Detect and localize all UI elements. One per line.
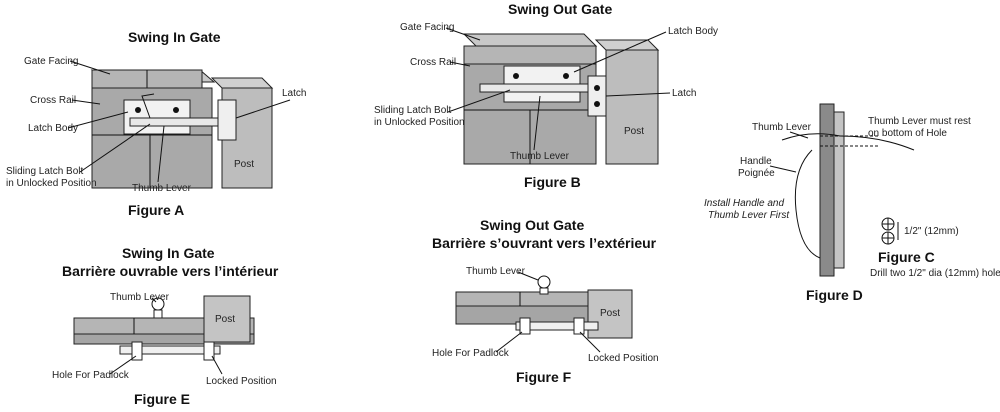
figure-b: Swing Out Gate Gate Facing Cross Rail Sl…: [374, 1, 718, 190]
figure-f-bolt: [515, 321, 599, 331]
figure-c-d: Thumb Lever Thumb Lever must rest on bot…: [704, 103, 1000, 303]
figure-b-latch: [587, 75, 607, 117]
figure-b-label-latch: Latch: [672, 88, 696, 99]
figure-d-label-poignee: Poignée: [738, 168, 775, 179]
figure-e-post: [203, 295, 251, 343]
figure-b-label-cross-rail: Cross Rail: [410, 57, 456, 68]
figure-e-title-1: Swing In Gate: [122, 245, 215, 261]
figure-a: Swing In Gate Gate Facing Cross Rail Lat…: [6, 29, 306, 218]
figure-a-latch-body: [123, 99, 191, 135]
figure-a-latch-screw: [135, 107, 141, 113]
figure-b-sliding-bolt: [479, 83, 591, 93]
figure-c-dimension: 1/2" (12mm): [904, 226, 959, 237]
figure-b-caption: Figure B: [524, 174, 581, 190]
figure-f-caption: Figure F: [516, 369, 572, 385]
figure-a-label-sliding-bolt-1: Sliding Latch Bolt: [6, 166, 83, 177]
figure-b-label-sliding-bolt-1: Sliding Latch Bolt: [374, 105, 451, 116]
figure-f-gate-rail: [455, 291, 591, 307]
figure-e-gate-rail-lower: [73, 333, 255, 345]
figure-f-thumb-lever: [537, 275, 551, 289]
figure-b-label-latch-body: Latch Body: [668, 26, 718, 37]
figure-b-title: Swing Out Gate: [508, 1, 612, 17]
figure-c-note-line-2: on bottom of Hole: [868, 128, 947, 139]
figure-e-caption: Figure E: [134, 391, 190, 407]
figure-a-title: Swing In Gate: [128, 29, 221, 45]
figure-b-gate-facing-top: [462, 33, 598, 47]
figure-a-label-cross-rail: Cross Rail: [30, 95, 76, 106]
figure-b-post: [605, 49, 659, 165]
figure-a-latch: [217, 99, 237, 141]
figure-d-install-note-2: Thumb Lever First: [708, 210, 790, 221]
figure-f-label-post: Post: [600, 308, 620, 319]
figure-a-label-thumb-lever: Thumb Lever: [132, 183, 192, 194]
figure-a-label-post: Post: [234, 159, 254, 170]
figure-e-label-thumb-lever: Thumb Lever: [110, 292, 170, 303]
figure-a-label-gate-facing: Gate Facing: [24, 56, 78, 67]
figure-a-label-latch: Latch: [282, 88, 306, 99]
figure-b-latch-screw: [563, 73, 569, 79]
figure-b-label-post: Post: [624, 126, 644, 137]
figure-a-caption: Figure A: [128, 202, 184, 218]
figure-b-label-thumb-lever: Thumb Lever: [510, 151, 570, 162]
figure-d-label-thumb-lever: Thumb Lever: [752, 122, 812, 133]
figure-f-label-locked: Locked Position: [588, 353, 659, 364]
figure-e-label-padlock: Hole For Padlock: [52, 370, 130, 381]
figure-e-label-locked: Locked Position: [206, 376, 277, 387]
figure-d-handle: [794, 149, 821, 259]
figure-a-sliding-bolt: [129, 117, 231, 127]
figure-f-label-padlock: Hole For Padlock: [432, 348, 510, 359]
figure-e-label-post: Post: [215, 314, 235, 325]
figure-d-gate-stile: [833, 111, 845, 269]
figure-e-bolt: [119, 345, 221, 355]
figure-a-label-latch-body: Latch Body: [28, 123, 78, 134]
figure-d-install-note-1: Install Handle and: [704, 198, 784, 209]
figure-c-drill-note: Drill two 1/2" dia (12mm) holes: [870, 268, 1000, 279]
figure-d-post-strip: [819, 103, 835, 277]
figure-e: Swing In Gate Barrière ouvrable vers l’i…: [52, 245, 279, 407]
figure-c-caption: Figure C: [878, 249, 935, 265]
figure-b-gate-facing: [463, 45, 597, 65]
figure-b-label-gate-facing: Gate Facing: [400, 22, 454, 33]
figure-b-label-sliding-bolt-2: in Unlocked Position: [374, 117, 465, 128]
figure-a-label-sliding-bolt-2: in Unlocked Position: [6, 178, 97, 189]
figure-b-latch-screw: [513, 73, 519, 79]
figure-a-post-top: [210, 77, 274, 89]
figure-d-label-handle: Handle: [740, 156, 772, 167]
figure-f-title-2: Barrière s’ouvrant vers l’extérieur: [432, 235, 657, 251]
figure-a-thumb-lever: [141, 93, 155, 119]
figure-f-label-thumb-lever: Thumb Lever: [466, 266, 526, 277]
figure-e-title-2: Barrière ouvrable vers l’intérieur: [62, 263, 279, 279]
figure-f: Swing Out Gate Barrière s’ouvrant vers l…: [432, 217, 659, 385]
figure-f-title-1: Swing Out Gate: [480, 217, 584, 233]
figure-c-note-line-1: Thumb Lever must rest: [868, 116, 971, 127]
figure-d-caption: Figure D: [806, 287, 863, 303]
figure-a-latch-screw: [173, 107, 179, 113]
